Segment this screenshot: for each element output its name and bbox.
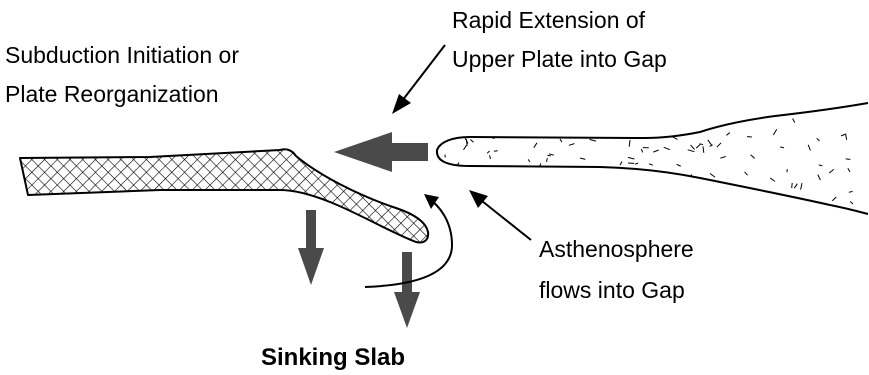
speckle-mark bbox=[493, 195, 498, 199]
speckle-mark bbox=[843, 98, 845, 102]
speckle-mark bbox=[743, 198, 746, 203]
speckle-mark bbox=[846, 159, 851, 160]
speckle-mark bbox=[453, 134, 454, 137]
speckle-mark bbox=[684, 186, 690, 188]
speckle-mark bbox=[792, 212, 795, 215]
speckle-mark bbox=[739, 101, 743, 103]
label-extension-line2: Upper Plate into Gap bbox=[452, 46, 667, 72]
speckle-mark bbox=[484, 123, 487, 125]
speckle-mark bbox=[634, 198, 635, 201]
asthenosphere-pointer-head bbox=[469, 190, 488, 208]
speckle-mark bbox=[497, 183, 500, 184]
sinking-arrow-left bbox=[298, 210, 324, 285]
speckle-mark bbox=[797, 207, 799, 212]
speckle-mark bbox=[499, 99, 504, 104]
speckle-mark bbox=[516, 211, 517, 215]
speckle-mark bbox=[624, 180, 626, 182]
speckle-mark bbox=[601, 204, 606, 209]
speckle-mark bbox=[615, 124, 616, 127]
label-subduction-line1: Subduction Initiation or bbox=[5, 42, 239, 68]
speckle-mark bbox=[606, 126, 610, 132]
speckle-mark bbox=[573, 202, 574, 206]
speckle-mark bbox=[727, 116, 728, 121]
speckle-mark bbox=[670, 130, 672, 133]
speckle-mark bbox=[576, 191, 577, 196]
speckle-mark bbox=[651, 104, 654, 108]
label-asthenosphere-line2: flows into Gap bbox=[539, 277, 685, 303]
speckle-mark bbox=[449, 127, 453, 129]
speckle-mark bbox=[635, 210, 639, 212]
label-subduction-line2: Plate Reorganization bbox=[5, 81, 219, 107]
speckle-mark bbox=[669, 195, 672, 197]
speckle-mark bbox=[648, 126, 650, 131]
speckle-mark bbox=[581, 103, 587, 104]
speckle-mark bbox=[496, 191, 500, 192]
speckle-mark bbox=[506, 117, 509, 121]
label-sinking-slab: Sinking Slab bbox=[261, 344, 405, 371]
speckle-mark bbox=[477, 116, 481, 118]
speckle-mark bbox=[610, 198, 614, 203]
speckle-mark bbox=[514, 104, 517, 105]
speckle-mark bbox=[547, 155, 551, 156]
speckle-mark bbox=[633, 182, 636, 188]
speckle-mark bbox=[623, 177, 630, 178]
speckle-mark bbox=[454, 116, 458, 121]
label-asthenosphere-line1: Asthenosphere bbox=[539, 236, 694, 262]
speckle-mark bbox=[502, 124, 503, 127]
speckle-mark bbox=[854, 100, 859, 102]
speckle-mark bbox=[703, 111, 707, 112]
extension-pointer bbox=[402, 45, 445, 101]
upper-plate bbox=[437, 98, 868, 216]
label-extension-line1: Rapid Extension of bbox=[452, 7, 646, 33]
speckle-mark bbox=[500, 180, 502, 187]
speckle-mark bbox=[792, 183, 793, 188]
speckle-mark bbox=[694, 114, 697, 119]
speckle-mark bbox=[651, 179, 656, 183]
speckle-mark bbox=[555, 187, 561, 190]
speckle-mark bbox=[707, 108, 708, 111]
asthenosphere-pointer bbox=[482, 201, 531, 240]
speckle-mark bbox=[587, 111, 589, 114]
speckle-mark bbox=[639, 128, 642, 131]
speckle-mark bbox=[544, 207, 548, 211]
speckle-mark bbox=[520, 174, 525, 178]
speckle-mark bbox=[446, 211, 448, 215]
speckle-mark bbox=[721, 116, 723, 119]
speckle-mark bbox=[472, 118, 477, 120]
extension-pointer-head bbox=[392, 94, 411, 114]
speckle-mark bbox=[521, 135, 526, 136]
speckle-mark bbox=[677, 101, 679, 105]
speckle-mark bbox=[494, 151, 498, 152]
speckle-mark bbox=[588, 172, 593, 173]
speckle-mark bbox=[720, 198, 725, 202]
speckle-mark bbox=[636, 198, 637, 203]
speckle-mark bbox=[516, 189, 517, 194]
speckle-mark bbox=[516, 105, 523, 106]
extension-arrow bbox=[334, 132, 428, 172]
speckle-mark bbox=[589, 178, 590, 184]
sinking-arrow-right bbox=[394, 252, 420, 328]
speckle-mark bbox=[854, 212, 856, 214]
speckle-mark bbox=[595, 128, 598, 131]
speckle-mark bbox=[673, 211, 676, 217]
speckle-mark bbox=[708, 116, 713, 118]
speckle-mark bbox=[512, 99, 518, 102]
speckle-mark bbox=[629, 194, 630, 199]
speckle-mark bbox=[656, 184, 658, 190]
speckle-mark bbox=[665, 208, 669, 209]
speckle-mark bbox=[555, 126, 557, 129]
speckle-mark bbox=[816, 206, 818, 212]
